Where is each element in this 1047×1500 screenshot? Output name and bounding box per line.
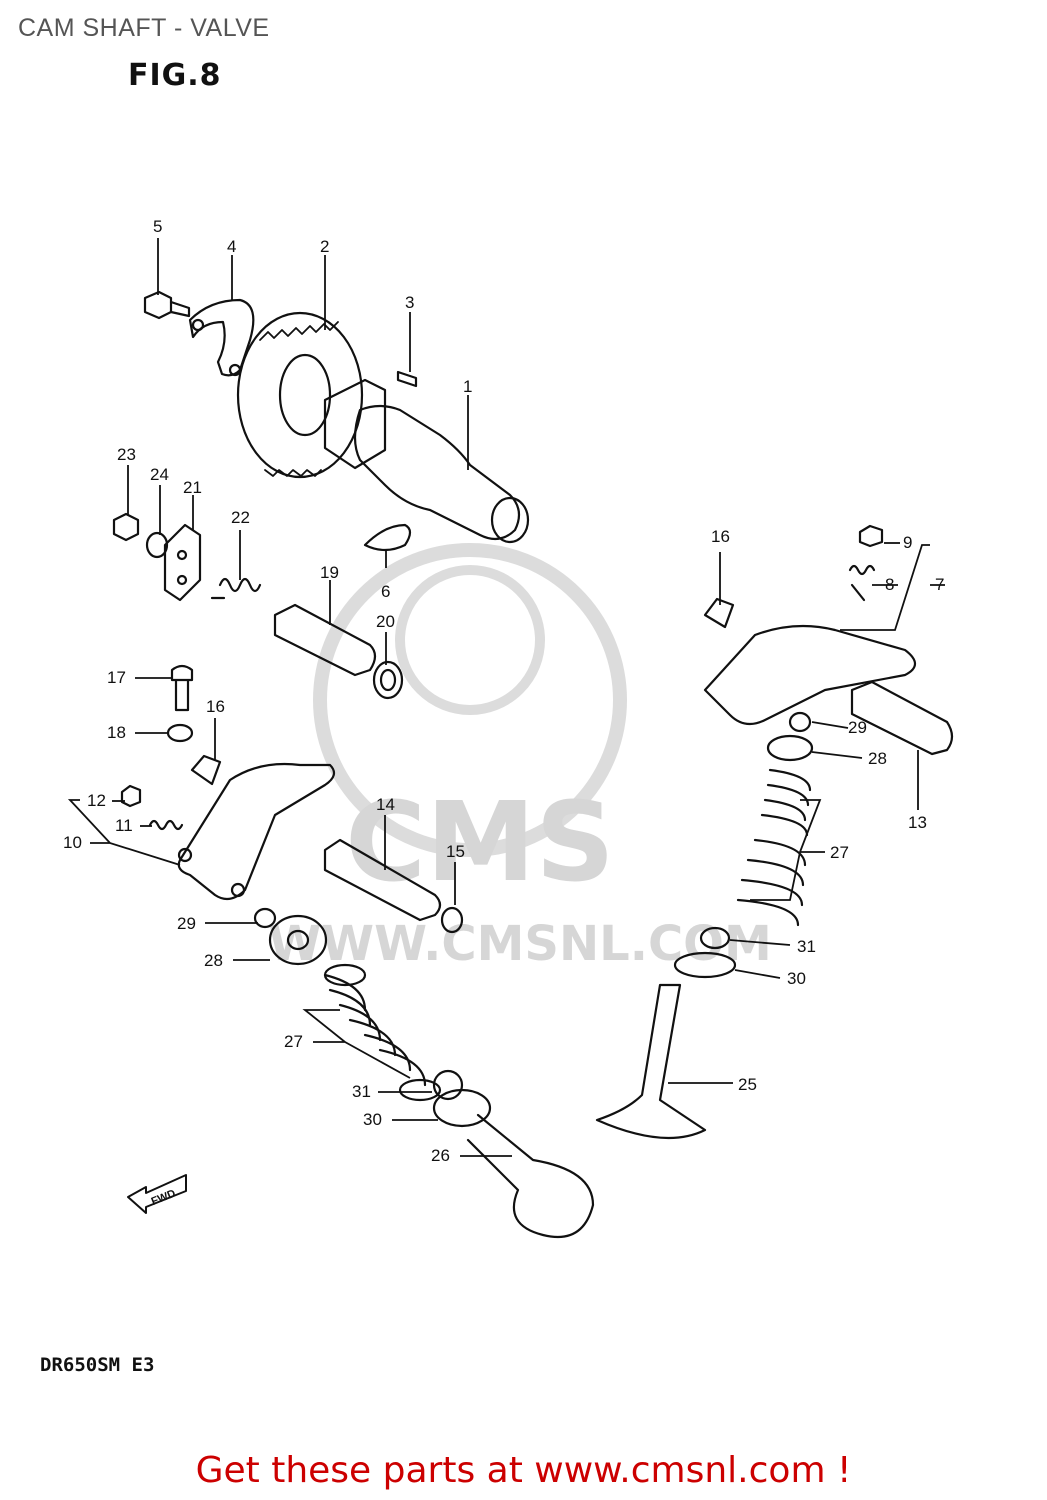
nut-part-29-right [788, 711, 812, 733]
pad-part-16-left [190, 754, 222, 786]
callout-16-left: 16 [206, 697, 225, 716]
seat-part-30-left [432, 1088, 492, 1128]
clip-part-6 [363, 523, 412, 552]
figure-label: FIG.8 [128, 58, 222, 93]
valve-part-25 [595, 983, 707, 1140]
seal-part-20 [372, 660, 404, 700]
plate-part-21 [163, 523, 202, 602]
bracket-part-4 [188, 298, 255, 377]
callout-labels: 1 2 3 4 5 6 7 8 9 10 11 12 13 14 15 16 1… [63, 217, 944, 1165]
model-code: DR650SM E3 [40, 1354, 155, 1376]
watermark-brand: CMS [345, 778, 614, 906]
callout-18: 18 [107, 723, 126, 742]
shaft-part-19 [273, 603, 377, 677]
callout-8: 8 [885, 575, 894, 594]
callout-2: 2 [320, 237, 329, 256]
bolt-part-17 [170, 664, 194, 712]
nut-part-29-left [253, 907, 277, 929]
callout-30-left: 30 [363, 1110, 382, 1129]
nut-part-12 [120, 784, 142, 808]
nut-part-9 [858, 524, 884, 548]
callout-28-left: 28 [204, 951, 223, 970]
callout-29-right: 29 [848, 718, 867, 737]
rocker-arm-part-7 [703, 624, 917, 726]
callout-29-left: 29 [177, 914, 196, 933]
pad-part-16-right [703, 597, 735, 629]
callout-11: 11 [115, 816, 133, 835]
callout-13: 13 [908, 813, 927, 832]
callout-28-right: 28 [868, 749, 887, 768]
callout-17: 17 [107, 668, 126, 687]
callout-23: 23 [117, 445, 136, 464]
washer-part-24 [145, 531, 169, 559]
callout-20: 20 [376, 612, 395, 631]
callout-21: 21 [183, 478, 202, 497]
callout-22: 22 [231, 508, 250, 527]
callout-24: 24 [150, 465, 169, 484]
callout-25: 25 [738, 1075, 757, 1094]
callout-15: 15 [446, 842, 465, 861]
callout-30-right: 30 [787, 969, 806, 988]
retainer-part-28-right [766, 734, 814, 762]
callout-7: 7 [935, 575, 944, 594]
adjuster-part-11 [148, 819, 184, 831]
callout-16-right: 16 [711, 527, 730, 546]
adjuster-part-8 [848, 564, 876, 602]
rocker-arm-part-10 [177, 762, 336, 901]
callout-5: 5 [153, 217, 162, 236]
callout-31-right: 31 [797, 937, 816, 956]
springs-part-27-left [323, 963, 442, 1102]
callout-31-left: 31 [352, 1082, 371, 1101]
watermark-url: WWW.CMSNL.COM [268, 916, 772, 972]
callout-9: 9 [903, 533, 912, 552]
washer-part-18 [166, 723, 194, 743]
callout-19: 19 [320, 563, 339, 582]
watermark: CMS WWW.CMSNL.COM [268, 543, 772, 972]
seat-part-31-left [432, 1069, 464, 1101]
callout-6: 6 [381, 582, 390, 601]
valve-part-26 [466, 1113, 595, 1239]
forward-arrow-icon [127, 1174, 187, 1214]
callout-12: 12 [87, 791, 106, 810]
page-title: CAM SHAFT - VALVE [18, 14, 270, 42]
callout-10: 10 [63, 833, 82, 852]
footer-link[interactable]: Get these parts at www.cmsnl.com ! [195, 1450, 852, 1491]
pin-part-3 [396, 370, 418, 388]
callout-14: 14 [376, 795, 395, 814]
retainer-part-28-left [268, 914, 328, 966]
bolt-part-5 [143, 290, 191, 320]
springs-part-27-right [736, 768, 812, 927]
callout-4: 4 [227, 237, 236, 256]
washer-part-15 [440, 906, 464, 934]
spring-part-22 [210, 577, 262, 600]
callout-26: 26 [431, 1146, 450, 1165]
rocker-shaft-part-14 [323, 838, 442, 922]
callout-1: 1 [463, 377, 472, 396]
seat-part-30-right [673, 951, 737, 979]
seat-part-31-right [699, 926, 731, 950]
nut-part-23 [112, 512, 140, 542]
callout-3: 3 [405, 293, 414, 312]
rocker-shaft-part-13 [850, 680, 954, 756]
callout-27-left: 27 [284, 1032, 303, 1051]
callout-27-right: 27 [830, 843, 849, 862]
cam-sprocket-part-2 [236, 311, 364, 479]
camshaft-part-1 [323, 378, 530, 544]
